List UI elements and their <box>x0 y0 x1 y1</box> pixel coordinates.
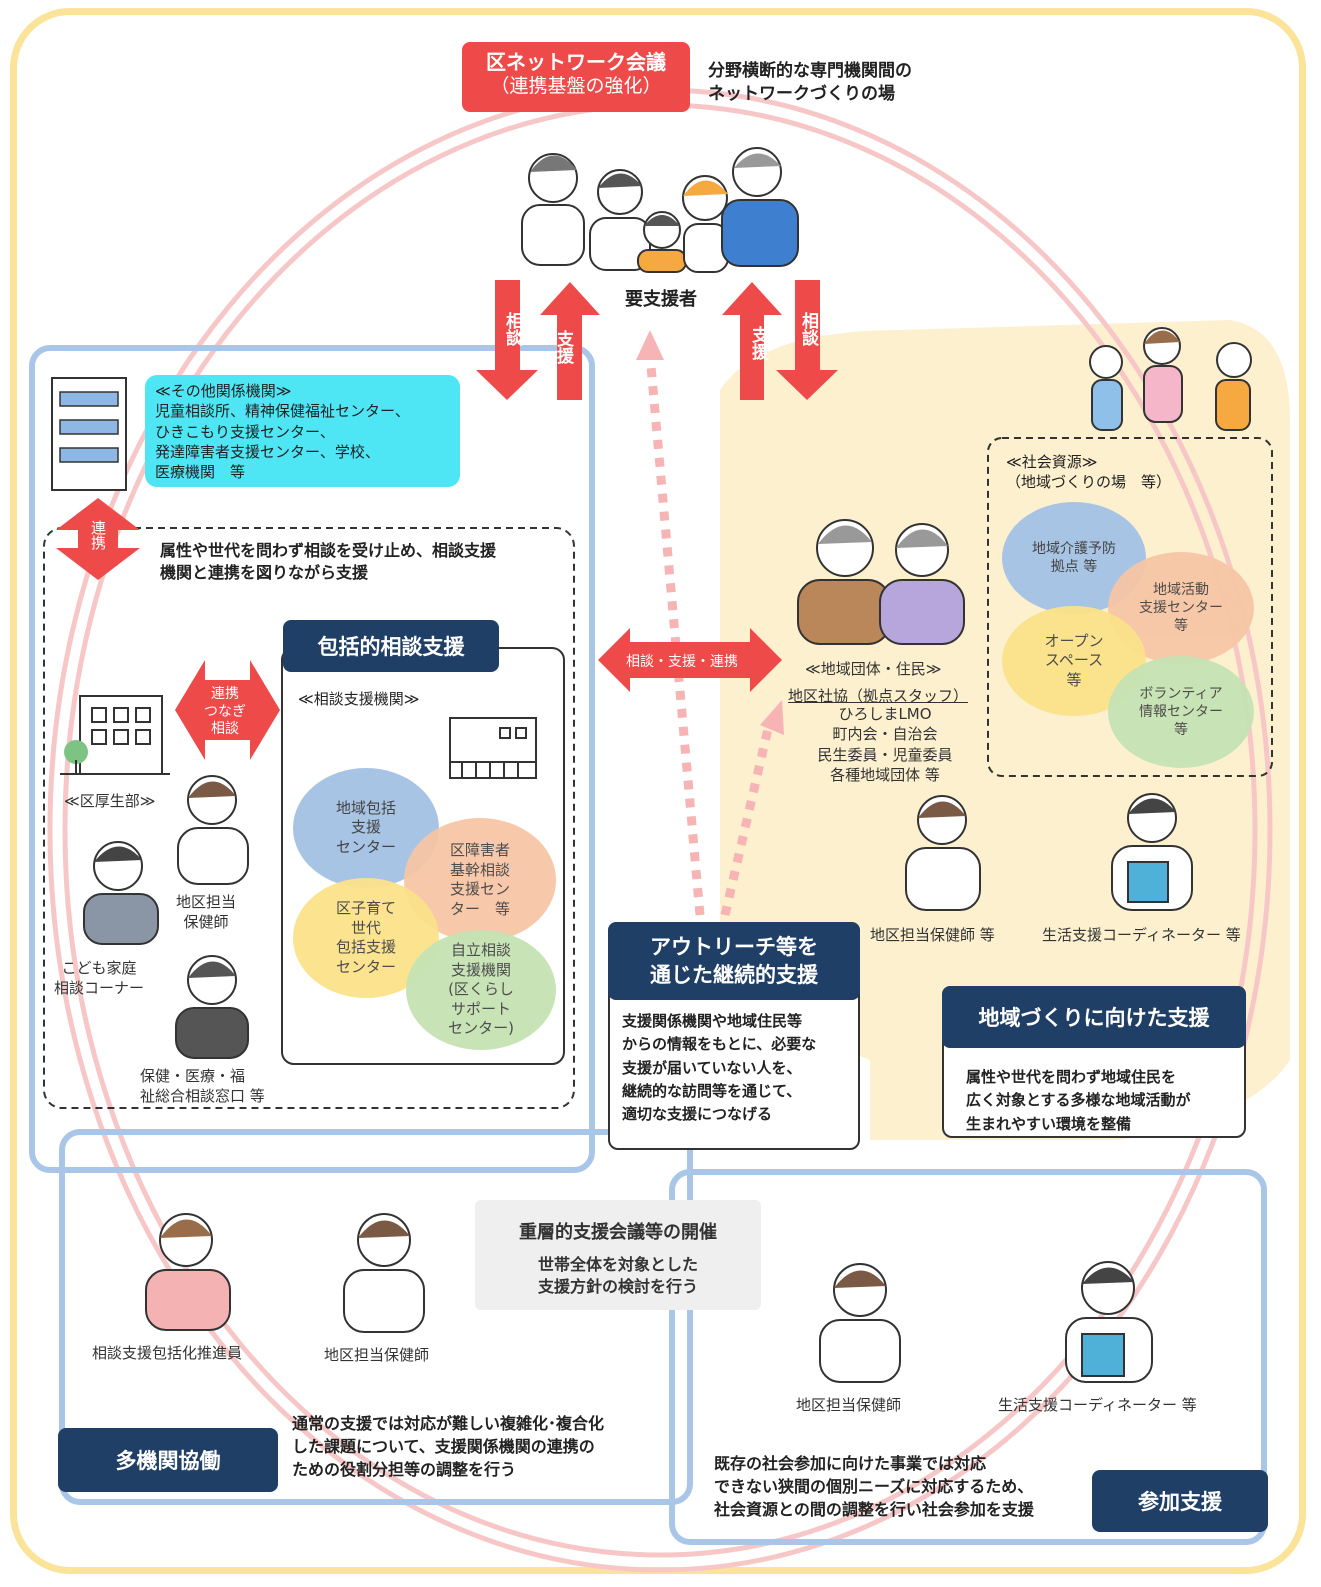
network-meeting-subtitle: （連携基盤の強化） <box>490 75 662 97</box>
circle-volunteer: ボランティア 情報センター 等 <box>1108 656 1254 768</box>
community-title: ≪地域団体・住民≫ <box>805 660 942 678</box>
tsunagi-label: 連携 つなぎ 相談 <box>204 686 246 737</box>
arrow-up-left <box>540 282 600 400</box>
outreach-arrow-right <box>720 718 775 917</box>
multi-nurse-illustration <box>343 1213 425 1333</box>
circle-kosodate: 区子育て 世代 包括支援 センター <box>293 878 439 998</box>
participation-title: 参加支援 <box>1092 1470 1268 1532</box>
hoken-label: 保健・医療・福 祉総合相談窓口 等 <box>140 1067 265 1106</box>
arrow-label-soudan-left: 相談 <box>502 312 522 346</box>
community-nurse-illustration <box>905 795 981 911</box>
participation-body: 既存の社会参加に向けた事業では対応 できない狭間の個別ニーズに対応するため、 社… <box>714 1454 1034 1520</box>
other-orgs-box: ≪その他関係機関≫ 児童相談所、精神保健福祉センター、 ひきこもり支援センター、… <box>145 375 460 487</box>
arrow-down-left <box>476 280 538 400</box>
bottom-right-blue-frame <box>669 1169 1267 1545</box>
participation-coordinator-illustration <box>1065 1261 1153 1383</box>
promoter-illustration <box>145 1213 231 1331</box>
building-icon-ward <box>60 695 170 775</box>
other-orgs-title: ≪その他関係機関≫ <box>155 382 292 400</box>
community-coordinator-illustration <box>1111 793 1193 911</box>
arrow-down-right <box>776 280 838 400</box>
meeting-title: 重層的支援会議等の開催 <box>519 1222 717 1243</box>
center-double-arrow <box>598 628 782 692</box>
arrow-label-soudan-right: 相談 <box>798 312 818 346</box>
other-orgs-body: 児童相談所、精神保健福祉センター、 ひきこもり支援センター、 発達障害者支援セン… <box>155 402 410 481</box>
elderly-couple-illustration <box>797 519 965 645</box>
social-resources-title: ≪社会資源≫ （地域づくりの場 等） <box>1006 453 1172 492</box>
multi-staff1-label: 相談支援包括化推進員 <box>92 1344 243 1362</box>
community-lines: ひろしまLMO 町内会・自治会 民生委員・児童委員 各種地域団体 等 <box>817 705 953 784</box>
building-icon-other-orgs <box>51 377 127 491</box>
arrow-label-shien-left: 支援 <box>553 330 573 364</box>
outreach-body: 支援関係機関や地域住民等 からの情報をもとに、必要な 支援が届いていない人を、 … <box>622 1012 817 1123</box>
multi-staff2-label: 地区担当保健師 <box>324 1346 430 1364</box>
building-icon-consultation <box>449 717 537 779</box>
comprehensive-sub: ≪相談支援機関≫ <box>298 690 420 708</box>
participation-nurse-illustration <box>819 1263 901 1383</box>
resource-dashed-box <box>987 437 1273 777</box>
people-in-need-label: 要支援者 <box>625 289 697 310</box>
ward-label: ≪区厚生部≫ <box>64 792 156 810</box>
arrow-label-renkei: 連携 <box>89 520 107 550</box>
outreach-arrowhead-up <box>636 330 664 360</box>
bottom-left-blue-frame <box>59 1129 693 1505</box>
network-meeting-title: 区ネットワーク会議 <box>486 50 666 74</box>
left-blue-frame <box>29 345 595 1173</box>
community-nurse-label: 地区担当保健師 等 <box>870 926 995 944</box>
community-building-body: 属性や世代を問わず地域住民を 広く対象とする多様な地域活動が 生まれやすい環境を… <box>966 1068 1191 1133</box>
community-group-illustration <box>1089 327 1252 431</box>
multi-agency-body: 通常の支援では対応が難しい複雑化･複合化 した課題について、支援関係機関の連携の… <box>292 1414 605 1480</box>
center-arrow-label: 相談・支援・連携 <box>626 654 738 670</box>
participation-staff1-label: 地区担当保健師 <box>796 1396 902 1414</box>
circle-jiritsu: 自立相談 支援機関 (区くらし サポート センター) <box>406 930 556 1050</box>
outreach-arrowhead-right <box>760 700 784 735</box>
comprehensive-title: 包括的相談支援 <box>283 620 499 672</box>
multi-agency-title: 多機関協働 <box>58 1428 278 1492</box>
meeting-body: 世帯全体を対象とした 支援方針の検討を行う <box>537 1255 698 1296</box>
meeting-box <box>475 1200 761 1310</box>
kodomo-staff-illustration <box>83 841 159 945</box>
accept-text: 属性や世代を問わず相談を受け止め、相談支援 機関と連携を図りながら支援 <box>160 541 497 582</box>
hoken-staff-illustration <box>175 955 249 1059</box>
circle-katsudou: 地域活動 支援センター 等 <box>1108 552 1254 664</box>
outreach-arrow-up <box>645 354 705 916</box>
arrow-label-shien-right: 支援 <box>748 326 768 360</box>
participation-staff2-label: 生活支援コーディネーター 等 <box>998 1396 1197 1414</box>
people-group-illustration <box>521 147 799 273</box>
outreach-title: アウトリーチ等を 通じた継続的支援 <box>608 922 860 1000</box>
arrow-up-right <box>722 282 782 400</box>
network-meeting-desc: 分野横断的な専門機関間の ネットワークづくりの場 <box>708 61 912 104</box>
kodomo-label: こども家庭 相談コーナー <box>54 959 145 998</box>
ward-nurse-label: 地区担当 保健師 <box>176 893 237 932</box>
nurse-illustration-ward <box>177 775 249 885</box>
ward-dashed-box <box>43 527 575 1109</box>
renkei-double-arrow <box>56 498 140 580</box>
tsunagi-double-arrow <box>175 660 280 760</box>
network-meeting-box: 区ネットワーク会議 （連携基盤の強化） <box>462 42 690 112</box>
community-underline: 地区社協（拠点スタッフ） <box>788 687 969 705</box>
community-coordinator-label: 生活支援コーディネーター 等 <box>1042 926 1241 944</box>
community-building-title: 地域づくりに向けた支援 <box>942 986 1246 1048</box>
